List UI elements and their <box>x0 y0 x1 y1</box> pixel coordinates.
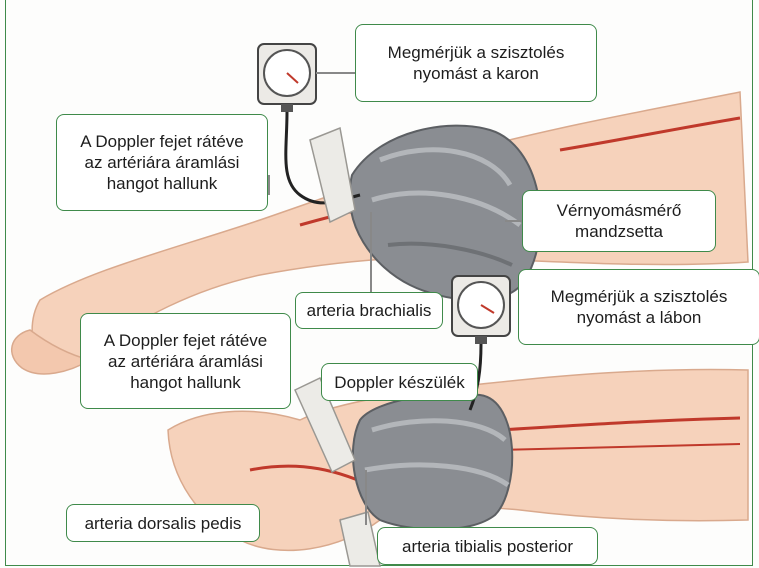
label-line: az artériára áramlási <box>108 351 263 372</box>
label-line: nyomást a karon <box>413 63 539 84</box>
label-line: az artériára áramlási <box>85 152 240 173</box>
leader-brachialis <box>370 212 372 292</box>
label-line: arteria dorsalis pedis <box>85 513 242 534</box>
arm-cuff <box>350 126 541 301</box>
label-brachialis: arteria brachialis <box>295 292 443 329</box>
label-dorsalis: arteria dorsalis pedis <box>66 504 260 542</box>
leader-arm-doppler <box>268 175 270 195</box>
label-line: A Doppler fejet rátéve <box>80 131 243 152</box>
label-line: nyomást a lábon <box>577 307 702 328</box>
label-line: mandzsetta <box>575 221 663 242</box>
label-line: arteria brachialis <box>307 300 432 321</box>
label-line: A Doppler fejet rátéve <box>104 330 267 351</box>
label-doppler-device: Doppler készülék <box>321 363 478 401</box>
label-line: hangot hallunk <box>107 173 218 194</box>
label-line: Doppler készülék <box>334 372 464 393</box>
label-line: Vérnyomásmérő <box>557 200 682 221</box>
label-line: Megmérjük a szisztolés <box>551 286 728 307</box>
leader-arm-measure <box>316 72 356 74</box>
label-line: Megmérjük a szisztolés <box>388 42 565 63</box>
leader-cuff <box>505 220 523 222</box>
leg-cuff <box>353 394 512 530</box>
label-line: hangot hallunk <box>130 372 241 393</box>
label-tibialis: arteria tibialis posterior <box>377 527 598 565</box>
label-line: arteria tibialis posterior <box>402 536 573 557</box>
leader-tibialis <box>365 470 367 525</box>
